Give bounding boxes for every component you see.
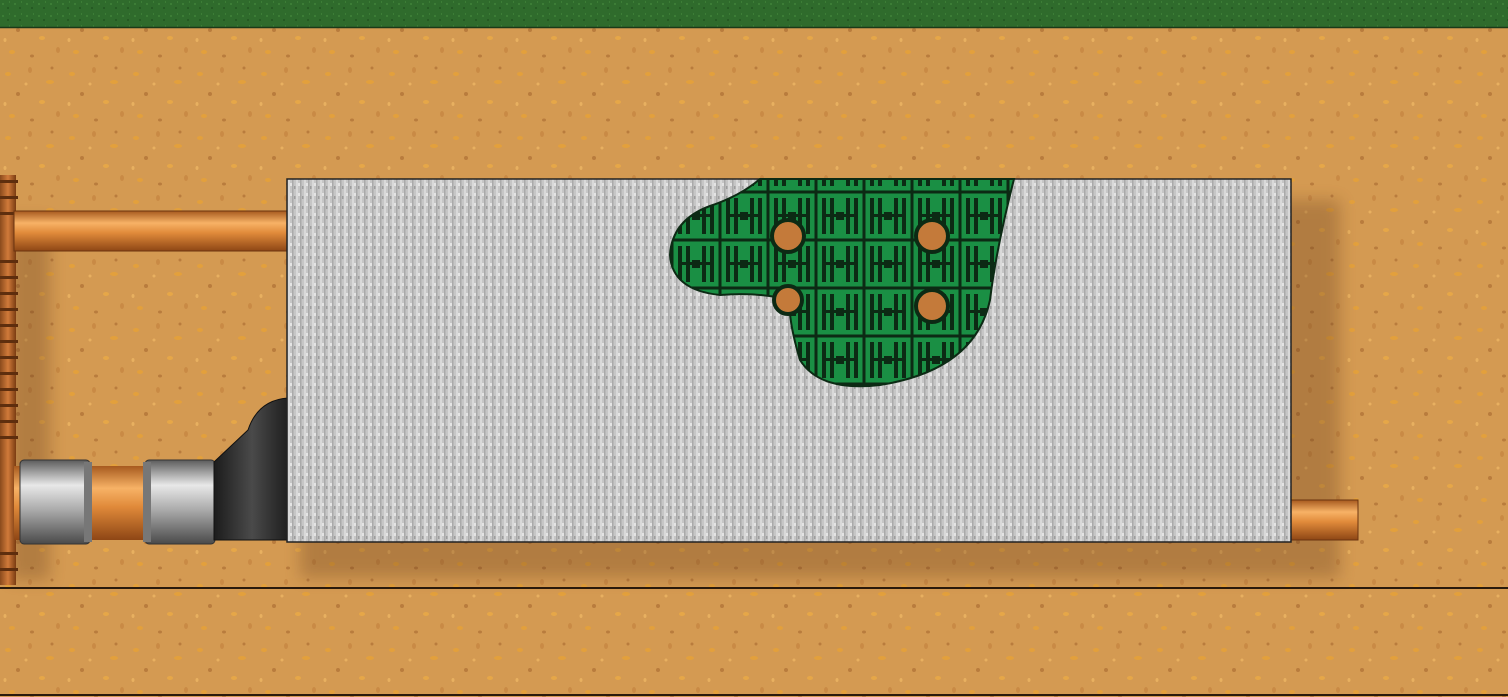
lower-connection-pipe <box>14 460 234 544</box>
inlet-pipe <box>14 211 290 251</box>
pipe-coupling <box>145 460 215 544</box>
outlet-pipe <box>1290 500 1358 540</box>
pipe-coupling <box>20 460 90 544</box>
grass-surface <box>0 0 1508 27</box>
